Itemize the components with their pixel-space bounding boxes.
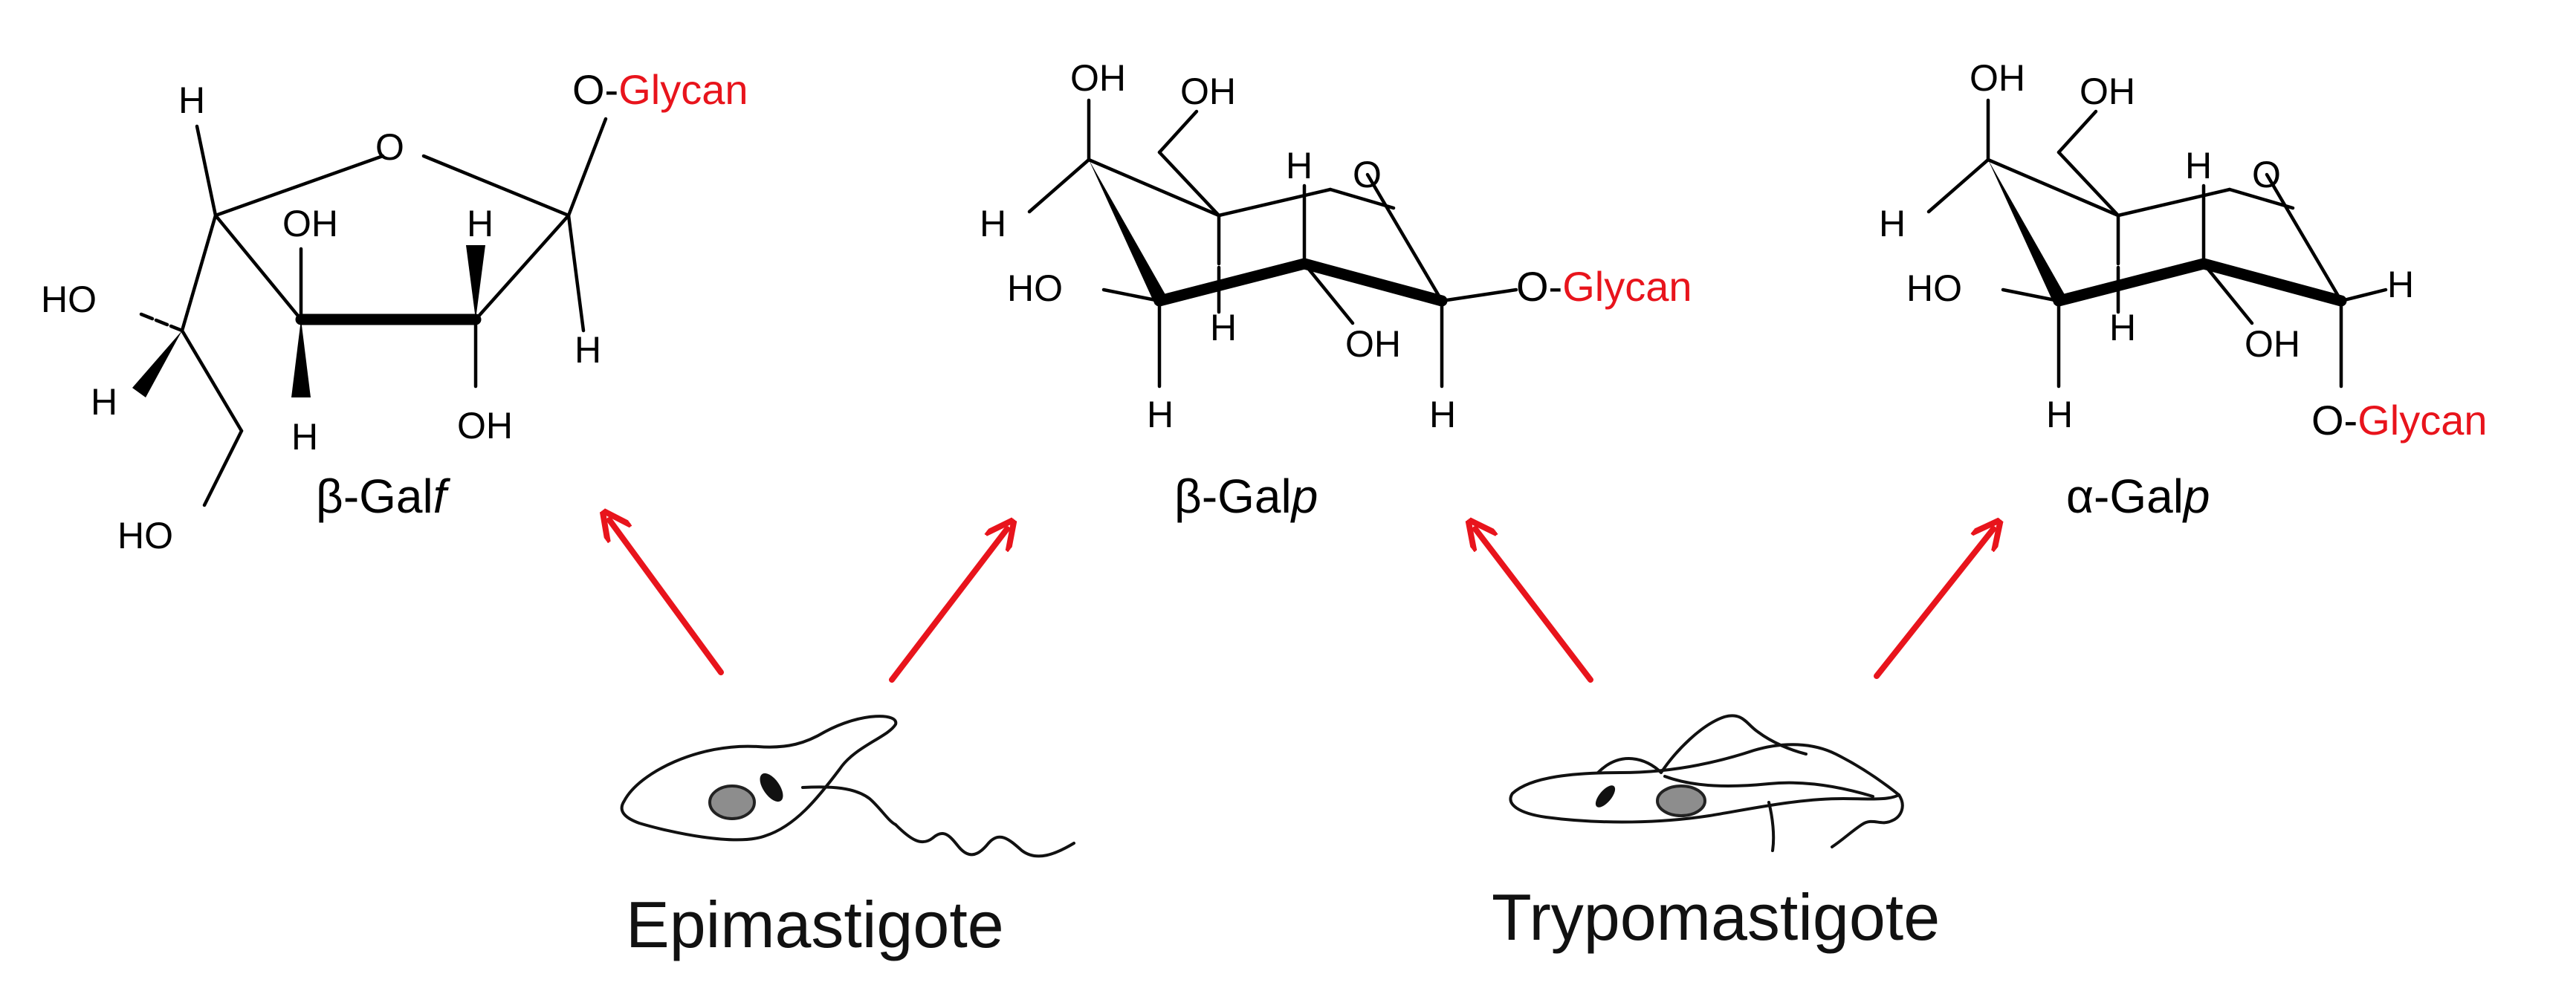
beta-galf-structure: H O OH H HO H H OH H HO O-Glycan β-Galf [41, 66, 748, 556]
atom-h: H [1147, 394, 1174, 435]
atom-h: H [1286, 145, 1313, 186]
o-glycan-label: O-Glycan [2311, 397, 2488, 444]
epimastigote-illustration [620, 715, 1075, 858]
hydroxyl-label: OH [2080, 71, 2135, 112]
hydroxyl-label: OH [1345, 323, 1401, 365]
atom-h: H [2387, 264, 2414, 305]
atom-h: H [575, 329, 601, 371]
arrow-trypomastigote-to-beta-galp [1475, 529, 1593, 683]
atom-h: H [467, 203, 493, 244]
trypomastigote-illustration [1509, 714, 1904, 852]
arrow-epimastigote-to-beta-galp [889, 529, 1007, 683]
atom-h: H [91, 381, 117, 423]
atom-h: H [2109, 307, 2136, 348]
alpha-galp-structure: OH OH H H O HO H OH H H O-Glycan α-Galp [1879, 57, 2488, 523]
arrow-epimastigote-to-beta-galf [609, 520, 724, 675]
atom-h: H [980, 203, 1006, 244]
trypomastigote-label: Trypomastigote [1492, 880, 1940, 954]
hydroxyl-label: HO [117, 515, 173, 556]
ring-oxygen: O [2252, 154, 2281, 195]
structure-name: α-Galp [2066, 470, 2210, 523]
atom-h: H [2046, 394, 2073, 435]
structure-name: β-Galf [316, 470, 451, 523]
ring-oxygen: O [1353, 154, 1382, 195]
atom-h: H [2185, 145, 2212, 186]
atom-h: H [1429, 394, 1456, 435]
o-glycan-label: O-Glycan [572, 66, 748, 113]
hydroxyl-label: OH [2245, 323, 2300, 365]
o-glycan-label: O-Glycan [1516, 263, 1692, 310]
hydroxyl-label: OH [282, 203, 338, 244]
hydroxyl-label: OH [457, 405, 513, 446]
atom-h: H [1879, 203, 1906, 244]
hydroxyl-label: OH [1070, 57, 1126, 99]
ring-oxygen: O [375, 126, 404, 168]
pyranose-ring-bonds [1027, 98, 1518, 389]
beta-galp-structure: OH OH H H O HO H OH H H O-Glycan β-Galp [980, 57, 1692, 523]
atom-h: H [178, 79, 205, 121]
structure-name: β-Galp [1174, 470, 1318, 523]
arrows [609, 520, 1993, 683]
epimastigote-label: Epimastigote [626, 888, 1004, 961]
furanose-ring-bonds [132, 117, 608, 507]
atom-h: H [291, 416, 318, 458]
hydroxyl-label: HO [41, 279, 97, 320]
hydroxyl-label: OH [1970, 57, 2025, 99]
hydroxyl-label: OH [1180, 71, 1236, 112]
hydroxyl-label: HO [1906, 267, 1962, 309]
pyranose-ring-bonds [1926, 98, 2388, 389]
arrow-trypomastigote-to-alpha-galp [1874, 529, 1993, 679]
hydroxyl-label: HO [1007, 267, 1063, 309]
atom-h: H [1210, 307, 1237, 348]
